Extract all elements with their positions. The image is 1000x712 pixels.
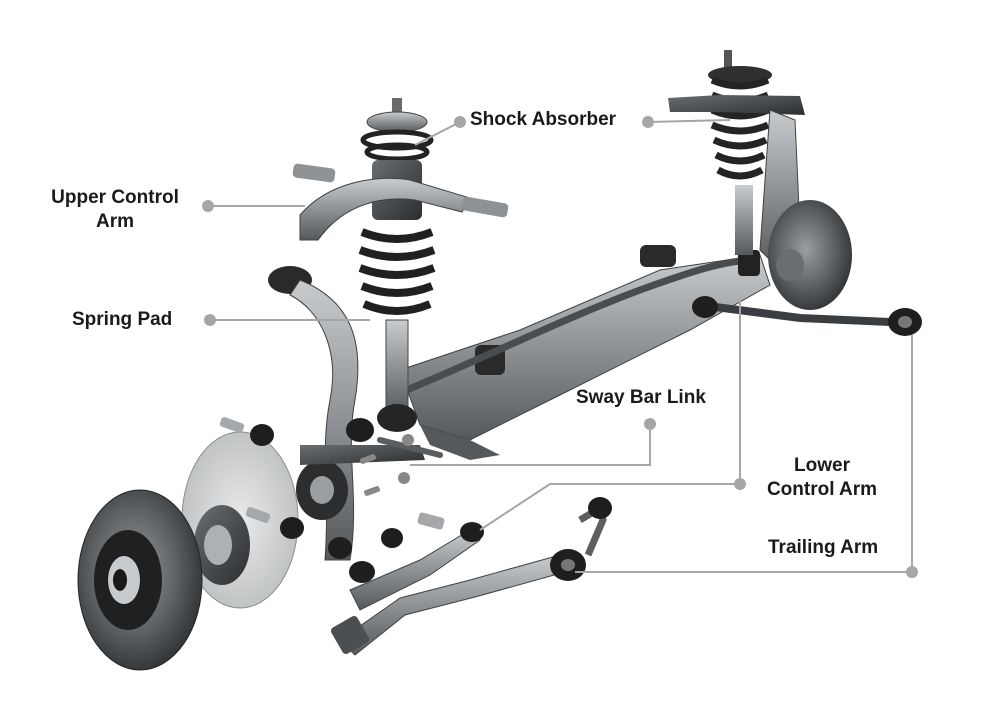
leader-line-sway-bar-link [410, 424, 651, 466]
label-lower-control-arm: Lower Control Arm [752, 454, 892, 502]
sway-bar [391, 250, 760, 399]
wheel-hub [194, 505, 250, 585]
sway-bar-link [377, 434, 443, 484]
label-spring-pad: Spring Pad [72, 309, 173, 330]
leader-line-lower-control-arm [479, 483, 740, 531]
lower-control-arm [349, 522, 484, 611]
brake-disc [77, 489, 203, 671]
label-lower-control-arm-line2: Control Arm [766, 479, 878, 500]
right-lower-link [692, 296, 922, 336]
leader-line-shock-absorber-right [647, 119, 731, 123]
label-upper-control-arm-line1: Upper Control [51, 187, 179, 208]
right-strut-assembly [668, 50, 852, 310]
subframe [399, 245, 771, 460]
steering-knuckle [268, 266, 425, 561]
upper-control-arm [292, 163, 509, 241]
label-upper-control-arm-line2: Arm [95, 211, 134, 232]
label-shock-absorber: Shock Absorber [470, 109, 617, 130]
label-sway-bar-link: Sway Bar Link [576, 387, 706, 408]
leader-line-shock-absorber-left [414, 121, 461, 146]
leader-lines [202, 116, 918, 578]
label-lower-control-arm-line1: Lower [794, 455, 850, 476]
bushings [219, 417, 445, 559]
label-trailing-arm: Trailing Arm [768, 537, 879, 558]
label-upper-control-arm: Upper Control Arm [40, 186, 190, 234]
